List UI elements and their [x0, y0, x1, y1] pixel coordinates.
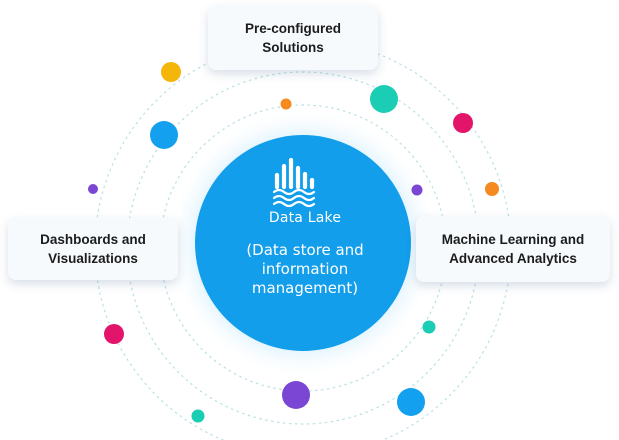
purple-dot-right	[411, 184, 423, 196]
center-circle	[195, 135, 411, 351]
blue-dot-bottom	[397, 388, 425, 416]
yellow-dot	[161, 62, 181, 82]
purple-dot-left	[88, 184, 98, 194]
data-lake-icon	[272, 157, 316, 208]
center-title: Data Lake	[268, 210, 342, 226]
purple-dot-bottom	[282, 381, 310, 409]
pink-dot-top-right	[453, 113, 473, 133]
node-dashboards-visualizations[interactable]: Dashboards and Visualizations	[8, 218, 178, 280]
node-machine-learning-analytics[interactable]: Machine Learning and Advanced Analytics	[416, 216, 610, 282]
teal-dot-right	[422, 320, 436, 334]
node-preconfigured-solutions[interactable]: Pre-configured Solutions	[208, 6, 378, 70]
teal-dot-large	[370, 85, 398, 113]
blue-dot-left	[150, 121, 178, 149]
center-description: (Data store and information management)	[246, 241, 364, 297]
teal-dot-bottom	[191, 409, 205, 423]
orange-dot-small	[280, 98, 292, 110]
pink-dot-left	[104, 324, 124, 344]
orange-dot-right	[485, 182, 499, 196]
node-dashboards-visualizations-label: Dashboards and Visualizations	[40, 232, 146, 266]
node-preconfigured-solutions-label: Pre-configured Solutions	[244, 21, 341, 55]
node-machine-learning-analytics-label: Machine Learning and Advanced Analytics	[441, 232, 585, 266]
